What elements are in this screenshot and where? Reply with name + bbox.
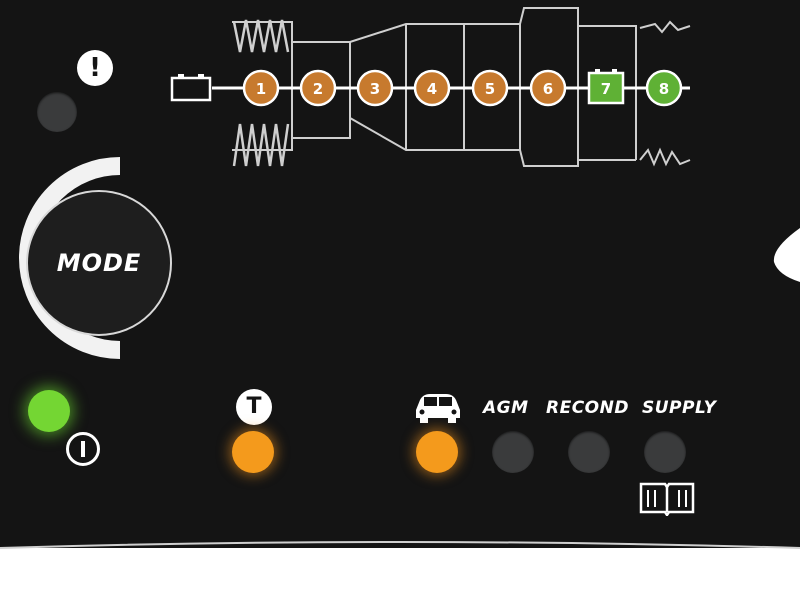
mode-button-label: MODE	[56, 249, 142, 277]
agm-led	[492, 431, 534, 473]
step-4-label: 4	[427, 80, 437, 98]
car-icon	[416, 394, 460, 423]
step-8-marker	[645, 69, 683, 107]
step-2-label: 2	[313, 80, 323, 98]
mode-button[interactable]: MODE	[26, 190, 172, 336]
warning-led	[37, 92, 77, 132]
step-7-terminal	[595, 69, 600, 73]
step-3-label: 3	[370, 80, 380, 98]
book-icon	[639, 482, 695, 516]
step-7-marker	[587, 71, 625, 105]
step-6-label: 6	[543, 80, 553, 98]
right-notch	[773, 228, 800, 282]
recond-label: RECOND	[546, 398, 629, 418]
supply-label: SUPPLY	[642, 398, 717, 418]
step-5-marker	[471, 69, 509, 107]
temperature-led	[232, 431, 274, 473]
charging-profile-diagram: 1 2 3 4 5 6 7 8	[170, 7, 691, 167]
car-led	[416, 431, 458, 473]
warning-icon: !	[77, 50, 113, 86]
recond-led	[568, 431, 610, 473]
step-3-marker	[356, 69, 394, 107]
power-led	[28, 390, 70, 432]
step-4-marker	[413, 69, 451, 107]
step-7-terminal	[612, 69, 617, 73]
step-7-label: 7	[601, 80, 611, 98]
power-icon	[66, 432, 100, 466]
temperature-icon: T	[236, 389, 272, 425]
step-6-marker	[529, 69, 567, 107]
step-5-label: 5	[485, 80, 495, 98]
battery-icon	[170, 74, 212, 102]
step-2-marker	[299, 69, 337, 107]
supply-led	[644, 431, 686, 473]
agm-label: AGM	[483, 398, 529, 418]
step-1-label: 1	[256, 80, 266, 98]
step-1-marker	[242, 69, 280, 107]
step-8-label: 8	[659, 80, 669, 98]
